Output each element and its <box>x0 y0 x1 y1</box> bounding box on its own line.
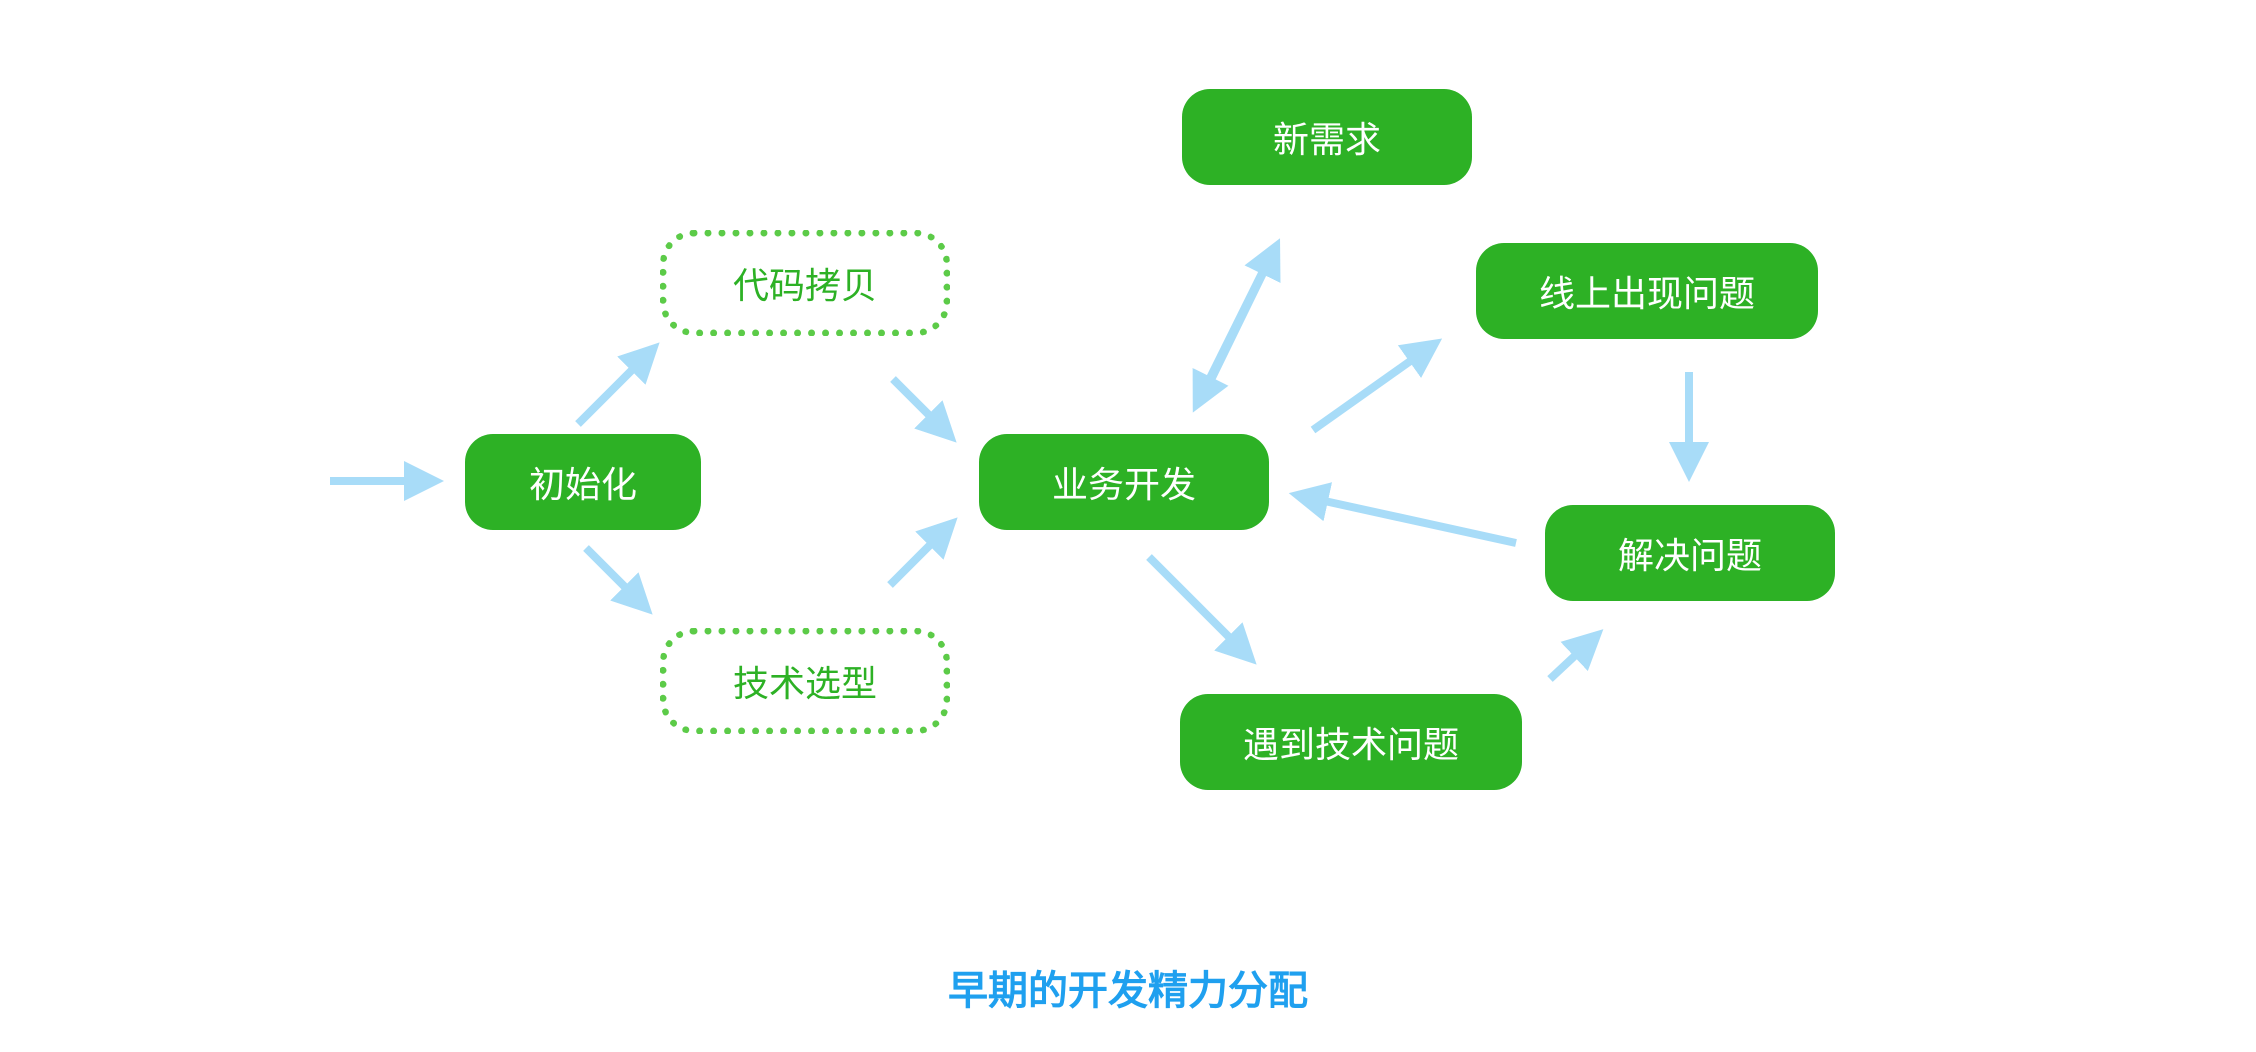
node-business-dev-label: 业务开发 <box>1051 465 1196 506</box>
node-tech-selection: 技术选型 <box>660 628 950 734</box>
arrow-business-dev-to-online-issue <box>1310 338 1443 434</box>
node-init: 初始化 <box>465 434 701 530</box>
arrow-tech-selection-to-business-dev <box>887 517 958 588</box>
node-new-requirement-label: 新需求 <box>1272 120 1381 161</box>
node-new-requirement: 新需求 <box>1182 89 1472 185</box>
arrow-new-requirement-to-business-dev <box>1192 255 1274 413</box>
arrow-init-to-tech-selection <box>583 545 653 615</box>
node-tech-problem-label: 遇到技术问题 <box>1242 725 1459 766</box>
node-solve-problem: 解决问题 <box>1545 505 1835 601</box>
arrow-tech-problem-to-solve-problem <box>1547 629 1604 682</box>
node-business-dev: 业务开发 <box>979 434 1269 530</box>
node-solve-problem-label: 解决问题 <box>1617 536 1762 577</box>
node-tech-problem: 遇到技术问题 <box>1180 694 1522 790</box>
node-code-copy-label: 代码拷贝 <box>732 266 877 307</box>
node-online-issue-label: 线上出现问题 <box>1538 274 1755 315</box>
node-init-label: 初始化 <box>528 465 637 506</box>
diagram-caption: 早期的开发精力分配 <box>948 968 1308 1014</box>
arrow-init-to-code-copy <box>575 342 660 427</box>
node-code-copy: 代码拷贝 <box>660 230 950 336</box>
node-online-issue: 线上出现问题 <box>1476 243 1818 339</box>
arrow-business-dev-to-tech-problem <box>1146 554 1257 665</box>
arrow-solve-problem-to-business-dev <box>1288 482 1517 547</box>
arrow-code-copy-to-business-dev <box>890 376 957 443</box>
node-tech-selection-label: 技术选型 <box>732 664 877 705</box>
